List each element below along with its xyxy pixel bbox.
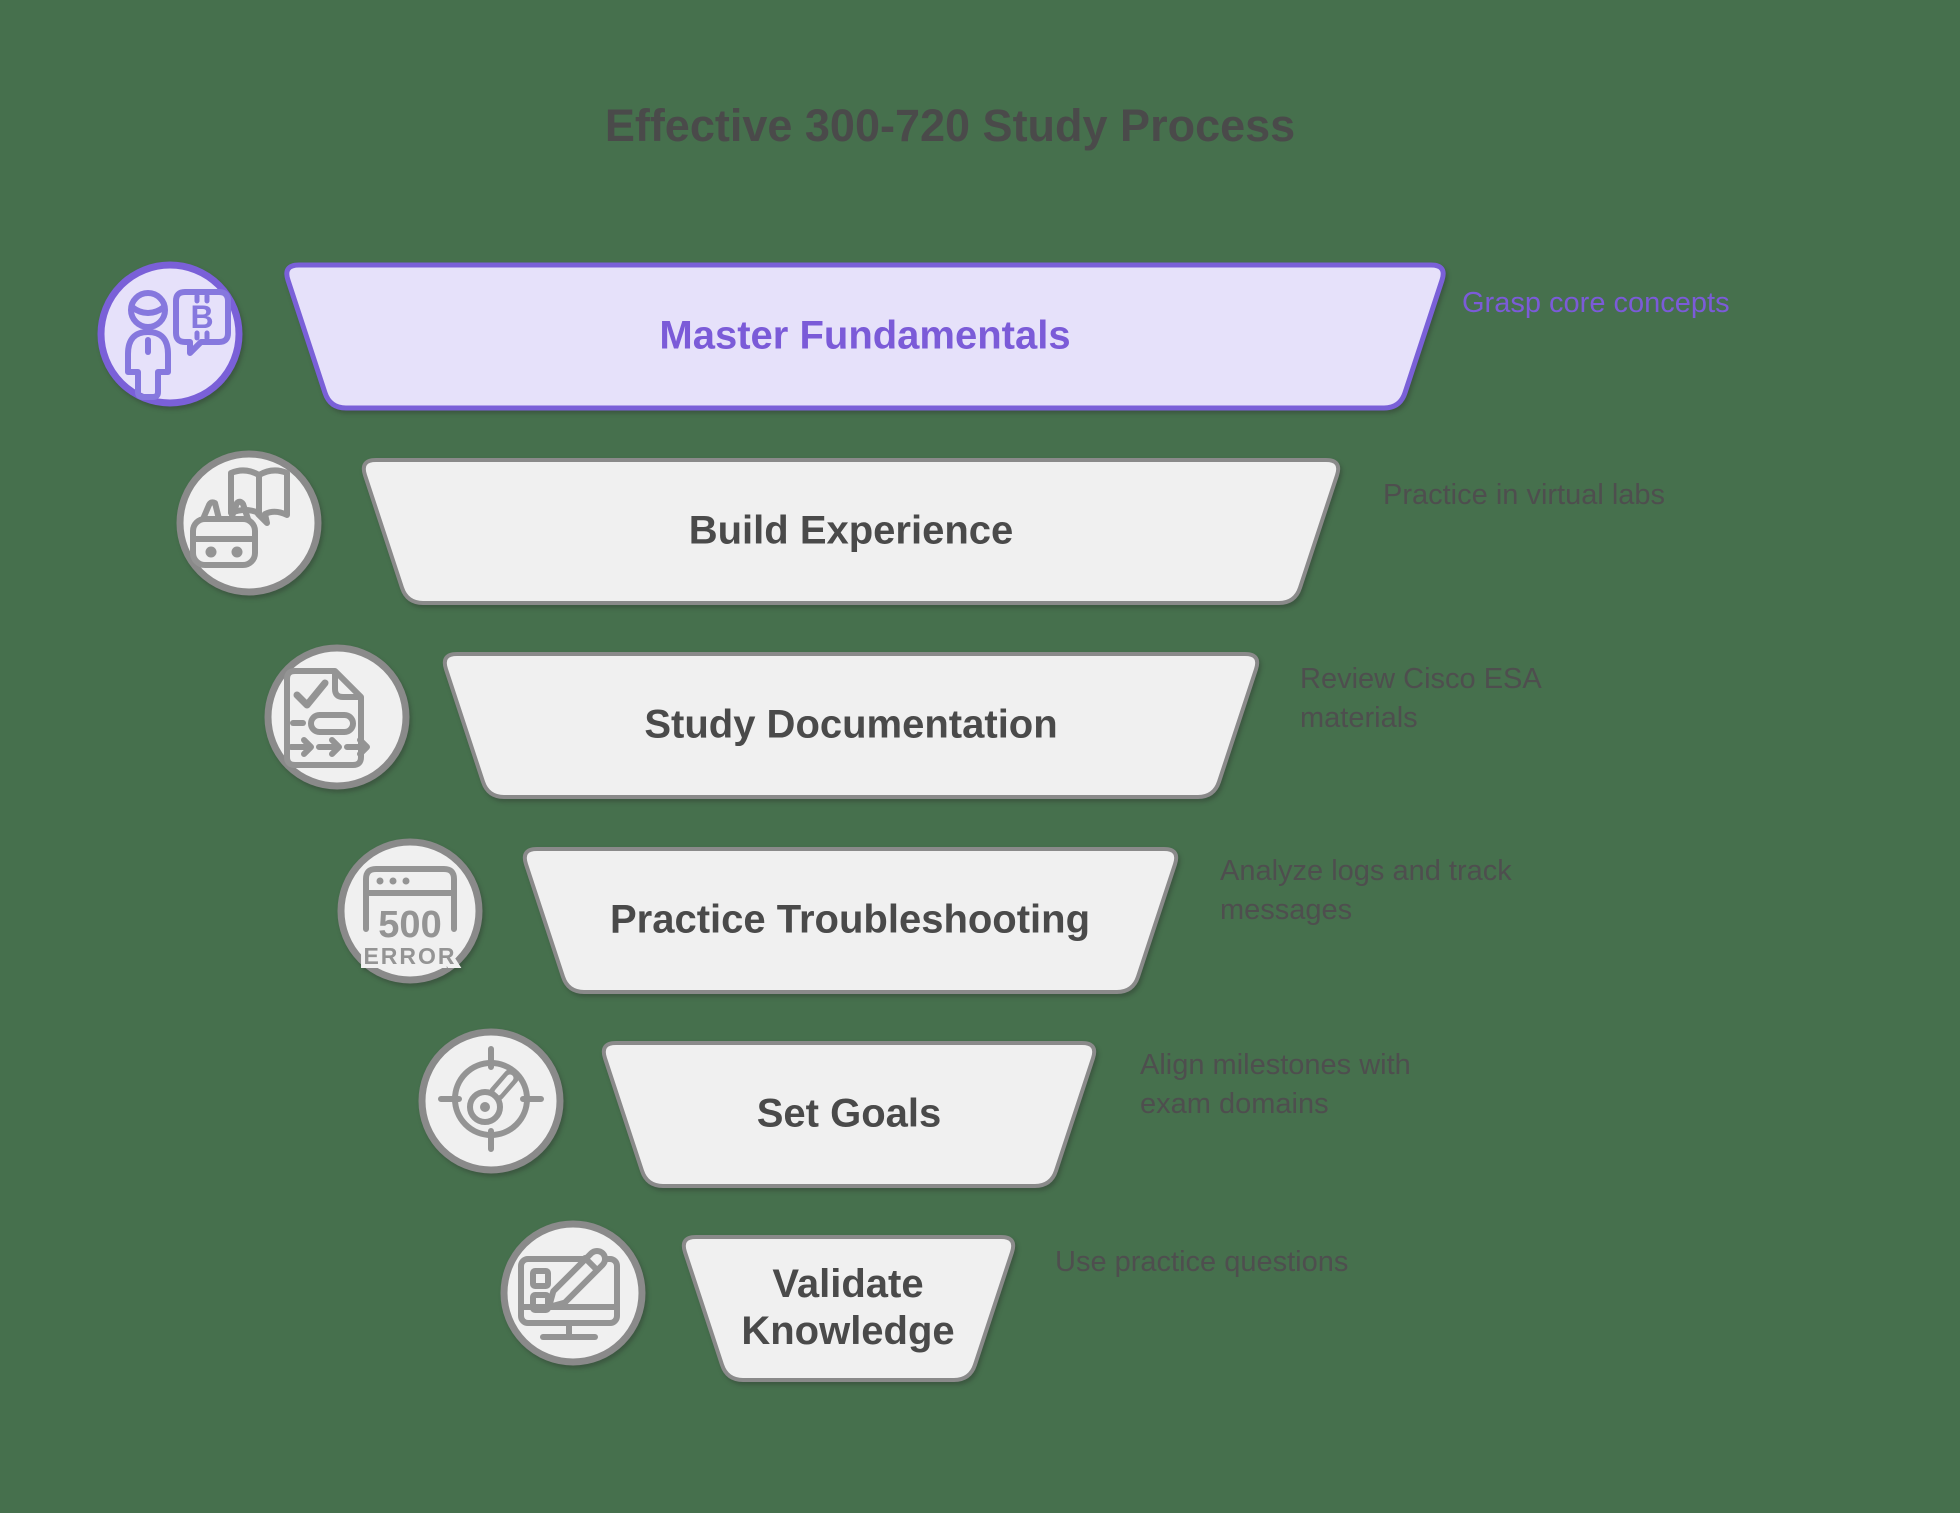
monitor-pencil-icon <box>500 1220 646 1366</box>
target-gauge-icon <box>418 1028 564 1174</box>
funnel-step-shape-6 <box>681 1235 1016 1382</box>
funnel-step-label: Build Experience <box>688 508 1014 553</box>
page-title: Effective 300-720 Study Process <box>604 100 1296 151</box>
funnel-step-label: Set Goals <box>756 1091 942 1136</box>
icon-circle <box>337 838 483 984</box>
funnel-step-shape-3 <box>442 652 1260 799</box>
bitcoin-b-glyph: B <box>190 299 213 335</box>
step-note: Practice in virtual labs <box>1383 479 1666 511</box>
funnel-step-label: Validate Knowledge <box>741 1261 955 1353</box>
error-word-text: ERROR <box>363 943 456 969</box>
funnel-step-label: Practice Troubleshooting <box>609 897 1091 942</box>
person-chat-icon: B <box>97 261 243 407</box>
funnel-step-label: Master Fundamentals <box>659 313 1071 358</box>
funnel-step-shape-2 <box>361 458 1341 605</box>
funnel-step-shape-4 <box>522 847 1179 994</box>
error-500-icon: 500 ERROR <box>337 838 483 984</box>
step-note: Grasp core concepts <box>1462 287 1730 319</box>
step-note: Analyze logs and track messages <box>1220 855 1512 927</box>
step-note: Align milestones with exam domains <box>1140 1049 1411 1121</box>
robot-book-icon <box>176 450 322 596</box>
icon-circle <box>97 261 243 407</box>
step-note: Review Cisco ESA materials <box>1300 663 1541 735</box>
step-note: Use practice questions <box>1055 1246 1349 1278</box>
funnel-step-shape-1 <box>284 262 1446 411</box>
error-code-text: 500 <box>378 904 441 946</box>
document-process-icon <box>264 644 410 790</box>
funnel-step-shape-5 <box>601 1041 1097 1188</box>
funnel-step-label: Study Documentation <box>644 702 1058 747</box>
